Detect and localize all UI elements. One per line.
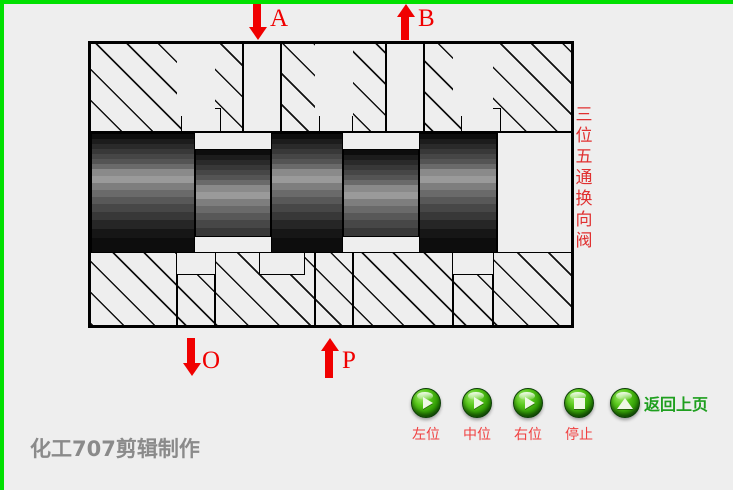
title-char: 位 (575, 126, 593, 146)
title-char: 阀 (575, 231, 593, 251)
watermark-text: 化工707剪辑制作 (30, 437, 200, 461)
valve-body (88, 41, 574, 328)
port-arrow-a (248, 4, 268, 40)
housing-pocket (453, 253, 493, 275)
port-label-b: B (418, 5, 435, 32)
up-triangle-icon[interactable] (610, 388, 640, 418)
port-arrow-o (182, 338, 202, 378)
channel-edge (492, 253, 494, 325)
channel-edge (314, 253, 316, 325)
left-position-button[interactable]: 左位 (400, 388, 452, 444)
port-channel-a (243, 44, 281, 133)
valve-spool-chamber (91, 133, 571, 253)
channel-edge (352, 253, 354, 325)
valve-housing-bottom (91, 253, 571, 325)
channel-edge (176, 253, 178, 325)
right-position-button[interactable]: 右位 (502, 388, 554, 444)
title-char: 五 (575, 147, 593, 167)
left-position-label: 左位 (412, 427, 440, 443)
spool-groove (195, 149, 271, 237)
stop-icon[interactable] (564, 388, 594, 418)
play-icon[interactable] (513, 388, 543, 418)
port-channel-p (315, 44, 353, 116)
stop-button[interactable]: 停止 (553, 388, 605, 444)
port-label-a: A (270, 5, 289, 32)
title-char: 通 (575, 168, 593, 188)
frame-accent-left (0, 0, 4, 490)
channel-edge (280, 44, 282, 133)
port-channel-exhaust (453, 44, 493, 116)
port-channel-o (177, 44, 215, 116)
channel-edge (385, 44, 387, 133)
spool-end-chamber (497, 133, 571, 253)
housing-pocket (259, 253, 305, 275)
center-position-button[interactable]: 中位 (451, 388, 503, 444)
spool-end-edge (496, 133, 498, 253)
channel-edge (242, 44, 244, 133)
title-char: 向 (575, 210, 593, 230)
port-arrow-b (396, 4, 416, 40)
spool-land (419, 133, 497, 253)
play-icon[interactable] (411, 388, 441, 418)
port-label-o: O (202, 347, 221, 374)
housing-boundary-top (91, 131, 571, 133)
return-label: 返回上页 (644, 395, 709, 414)
housing-pocket (177, 253, 215, 275)
spool-groove (343, 149, 419, 237)
port-channel-b (386, 44, 424, 133)
control-bar: 左位 中位 右位 停止 (400, 388, 730, 450)
title-char: 三 (575, 105, 593, 125)
play-icon[interactable] (462, 388, 492, 418)
center-position-label: 中位 (463, 427, 491, 443)
diagram-title-vertical: 三 位 五 通 换 向 阀 (572, 105, 596, 252)
return-to-previous-page-button[interactable]: 返回上页 (610, 388, 708, 418)
stop-label: 停止 (565, 427, 593, 443)
port-label-p: P (342, 347, 356, 374)
channel-edge (452, 253, 454, 325)
title-char: 换 (575, 189, 593, 209)
spool-land (271, 133, 343, 253)
spool-land (91, 133, 195, 253)
channel-edge (214, 253, 216, 325)
right-position-label: 右位 (514, 427, 542, 443)
channel-edge (423, 44, 425, 133)
frame-accent-top (0, 0, 733, 4)
port-arrow-p (320, 338, 340, 378)
